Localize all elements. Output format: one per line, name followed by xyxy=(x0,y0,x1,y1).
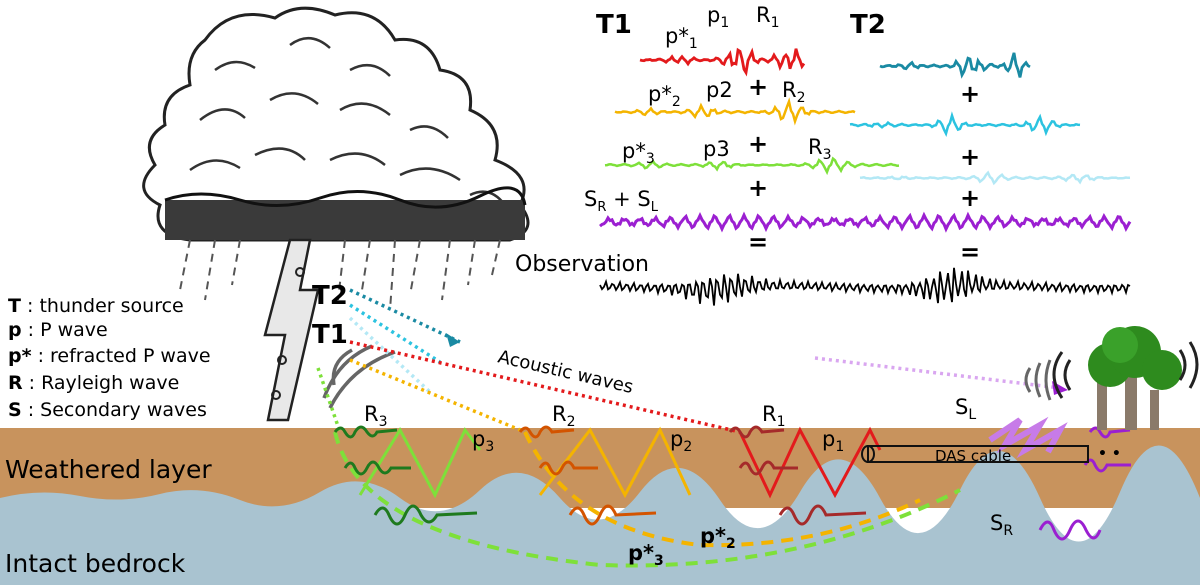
legend-item-r: R : Rayleigh wave xyxy=(8,372,179,394)
trace-t1-row2 xyxy=(614,97,856,126)
equals-t1: = xyxy=(748,228,768,256)
row3-pstar-label: p*3 xyxy=(622,139,655,167)
row1-pstar-label: p*1 xyxy=(665,24,698,52)
p1-label: p1 xyxy=(822,427,844,455)
row3-r-label: R3 xyxy=(808,135,832,163)
trace-observation xyxy=(599,267,1131,306)
legend-item-p: p : P wave xyxy=(8,319,108,341)
seismogram-t2-title: T2 xyxy=(850,10,886,40)
acoustic-rays xyxy=(316,288,1061,434)
legend-item-t: T : thunder source xyxy=(8,295,184,317)
trace-t1-row3 xyxy=(604,156,900,176)
trace-t2-row3 xyxy=(859,170,1131,186)
p-wave-zigzags xyxy=(358,426,882,499)
weathered-layer-label: Weathered layer xyxy=(5,455,212,484)
sl-label: SL xyxy=(955,395,976,423)
plus-t2-row2: + xyxy=(960,80,980,108)
plus-t2-row3: + xyxy=(960,143,980,171)
legend: T : thunder source p : P wave p* : refra… xyxy=(8,295,211,421)
row2-r-label: R2 xyxy=(782,78,806,106)
das-cable-continuation: • • xyxy=(1098,446,1121,462)
trees-illustration xyxy=(1024,326,1199,430)
legend-item-s: S : Secondary waves xyxy=(8,399,207,421)
bedrock-layer-label: Intact bedrock xyxy=(5,549,186,578)
observation-label: Observation xyxy=(515,252,649,277)
plus-t2-secondary: + xyxy=(960,184,980,212)
ray-arrowhead-teal xyxy=(446,333,460,347)
secondary-waves-label: SR + SL xyxy=(584,187,659,215)
row2-pstar-label: p*2 xyxy=(648,82,681,110)
source-t2-label: T2 xyxy=(312,281,348,311)
pstar2-label: p*2 xyxy=(700,524,736,552)
trace-t2-row1 xyxy=(879,52,1031,79)
trace-secondary-waves xyxy=(599,211,1132,233)
legend-item-pstar: p* : refracted P wave xyxy=(8,345,211,367)
r1-label: R1 xyxy=(762,402,786,430)
refracted-path-pstar2 xyxy=(523,431,921,548)
plus-t1-secondary: + xyxy=(748,174,768,202)
p3-label: p3 xyxy=(472,427,494,455)
plus-t1-row3: + xyxy=(748,130,768,158)
wavefront-arcs xyxy=(322,344,396,409)
seismogram-traces xyxy=(599,47,1132,306)
ground-wave-traces xyxy=(333,416,1131,541)
das-cable xyxy=(861,445,1089,463)
row1-r-label: R1 xyxy=(756,3,780,31)
plus-t1-row2: + xyxy=(748,73,768,101)
sr-label: SR xyxy=(990,511,1013,539)
row1-p-label: p1 xyxy=(707,3,729,31)
trace-t1-row1 xyxy=(639,47,806,77)
seismogram-t1-title: T1 xyxy=(596,10,632,40)
trace-t2-row2 xyxy=(849,111,1081,137)
storm-cloud-illustration xyxy=(142,6,530,422)
das-cable-label: DAS cable xyxy=(935,447,1011,465)
row3-p-label: p3 xyxy=(703,137,730,161)
bedrock-layer xyxy=(0,445,1200,585)
pstar3-label: p*3 xyxy=(628,541,664,569)
acoustic-waves-label: Acoustic waves xyxy=(496,346,635,398)
row2-p-label: p2 xyxy=(706,78,733,102)
equals-t2: = xyxy=(960,238,980,266)
source-t1-label: T1 xyxy=(312,320,348,350)
r3-label: R3 xyxy=(364,402,388,430)
p2-label: p2 xyxy=(670,427,692,455)
r2-label: R2 xyxy=(552,402,576,430)
